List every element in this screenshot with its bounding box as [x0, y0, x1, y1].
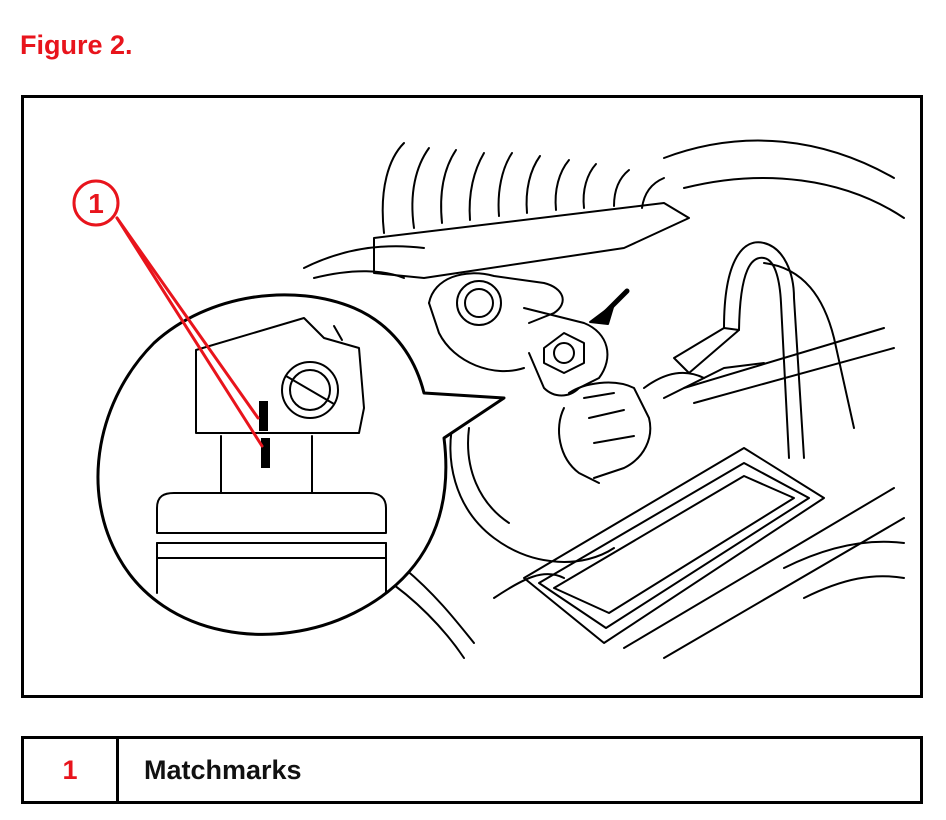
- legend-item-number: 1: [24, 739, 119, 801]
- callout-1: 1: [72, 179, 264, 448]
- upper-component-lines: [303, 139, 905, 279]
- illustration-frame: 1: [21, 95, 923, 698]
- pipe-lines: [523, 241, 905, 659]
- steering-shaft-illustration: 1: [72, 139, 905, 659]
- universal-joint: [428, 272, 630, 397]
- callout-circle: [72, 179, 120, 227]
- legend-table: 1 Matchmarks: [21, 736, 923, 804]
- figure-title: Figure 2.: [20, 30, 133, 60]
- matchmark-upper: [259, 401, 268, 431]
- legend-item-label: Matchmarks: [144, 754, 302, 785]
- matchmark-lower: [261, 438, 270, 468]
- detail-magnifier: [96, 293, 506, 636]
- callout-number: 1: [88, 188, 104, 219]
